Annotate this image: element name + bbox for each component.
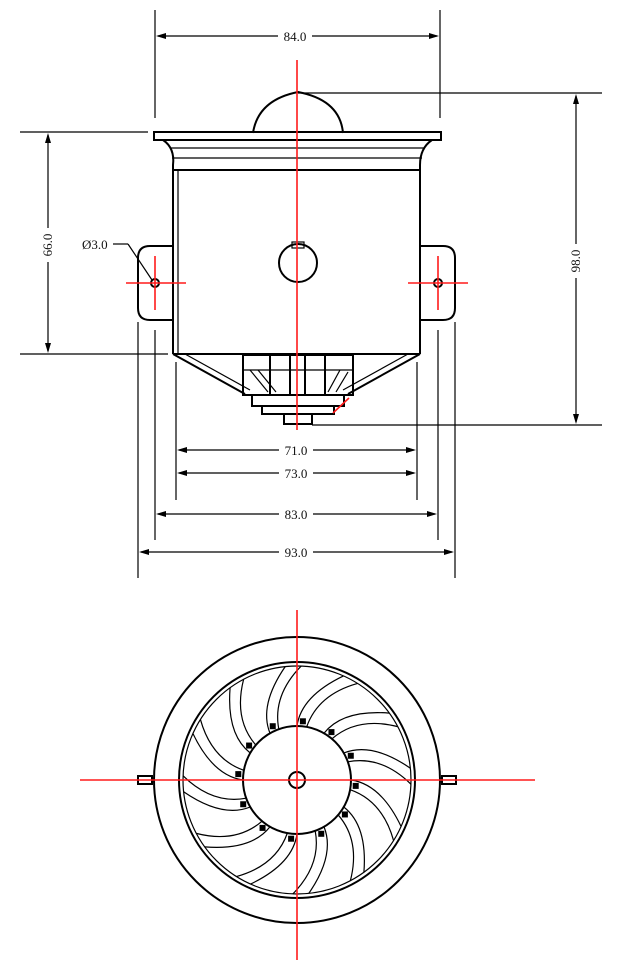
dim-98: 98.0 bbox=[298, 92, 602, 426]
blade-root bbox=[259, 824, 266, 831]
blade-root bbox=[288, 835, 295, 842]
blade-root bbox=[269, 723, 276, 730]
fan-blade bbox=[296, 675, 358, 728]
fan-blade bbox=[323, 712, 398, 740]
fan-blade bbox=[182, 775, 251, 811]
blade-root bbox=[240, 801, 247, 808]
fan-blades bbox=[182, 665, 412, 895]
blade-root bbox=[347, 752, 354, 759]
fan-blade bbox=[337, 806, 365, 881]
dim-hole-diameter-label: Ø3.0 bbox=[82, 237, 108, 252]
inlet-lip-left bbox=[162, 139, 175, 170]
dim-66-label: 66.0 bbox=[40, 234, 55, 257]
fan-blade bbox=[196, 820, 271, 848]
dim-71: 71.0 bbox=[177, 443, 416, 458]
blade-root bbox=[341, 811, 348, 818]
dim-66: 66.0 bbox=[20, 131, 168, 355]
dim-hole-diameter: Ø3.0 bbox=[82, 237, 153, 281]
center-hole bbox=[278, 243, 318, 283]
dim-93: 93.0 bbox=[139, 545, 454, 560]
inlet-lip-right bbox=[419, 139, 433, 170]
dim-83-label: 83.0 bbox=[285, 507, 308, 522]
motor-section bbox=[242, 354, 354, 425]
dim-84-label: 84.0 bbox=[284, 29, 307, 44]
blade-root bbox=[299, 718, 306, 725]
blade-root bbox=[352, 782, 359, 789]
blade-root bbox=[328, 729, 335, 736]
dim-73-label: 73.0 bbox=[285, 466, 308, 481]
blade-root bbox=[235, 771, 242, 778]
tail-cone-right bbox=[347, 353, 421, 395]
fan-blade bbox=[192, 719, 245, 781]
fan-blade bbox=[292, 826, 328, 895]
dim-93-label: 93.0 bbox=[285, 545, 308, 560]
blade-root bbox=[246, 742, 253, 749]
fan-blade bbox=[266, 665, 302, 734]
fan-blade bbox=[349, 779, 402, 841]
dim-84: 84.0 bbox=[156, 29, 439, 44]
dim-83: 83.0 bbox=[156, 507, 437, 522]
side-view: 84.0 Ø3.0 bbox=[20, 10, 602, 578]
blade-root bbox=[318, 830, 325, 837]
fan-blade bbox=[343, 749, 412, 785]
dim-71-label: 71.0 bbox=[285, 443, 308, 458]
motor-shaft bbox=[283, 413, 313, 425]
fan-blade bbox=[236, 832, 298, 885]
front-view bbox=[80, 610, 535, 960]
fan-blade bbox=[229, 679, 257, 754]
spinner-dome bbox=[252, 90, 344, 134]
tail-cone-left bbox=[172, 353, 246, 395]
dim-73: 73.0 bbox=[177, 466, 416, 481]
dim-98-label: 98.0 bbox=[568, 250, 583, 273]
